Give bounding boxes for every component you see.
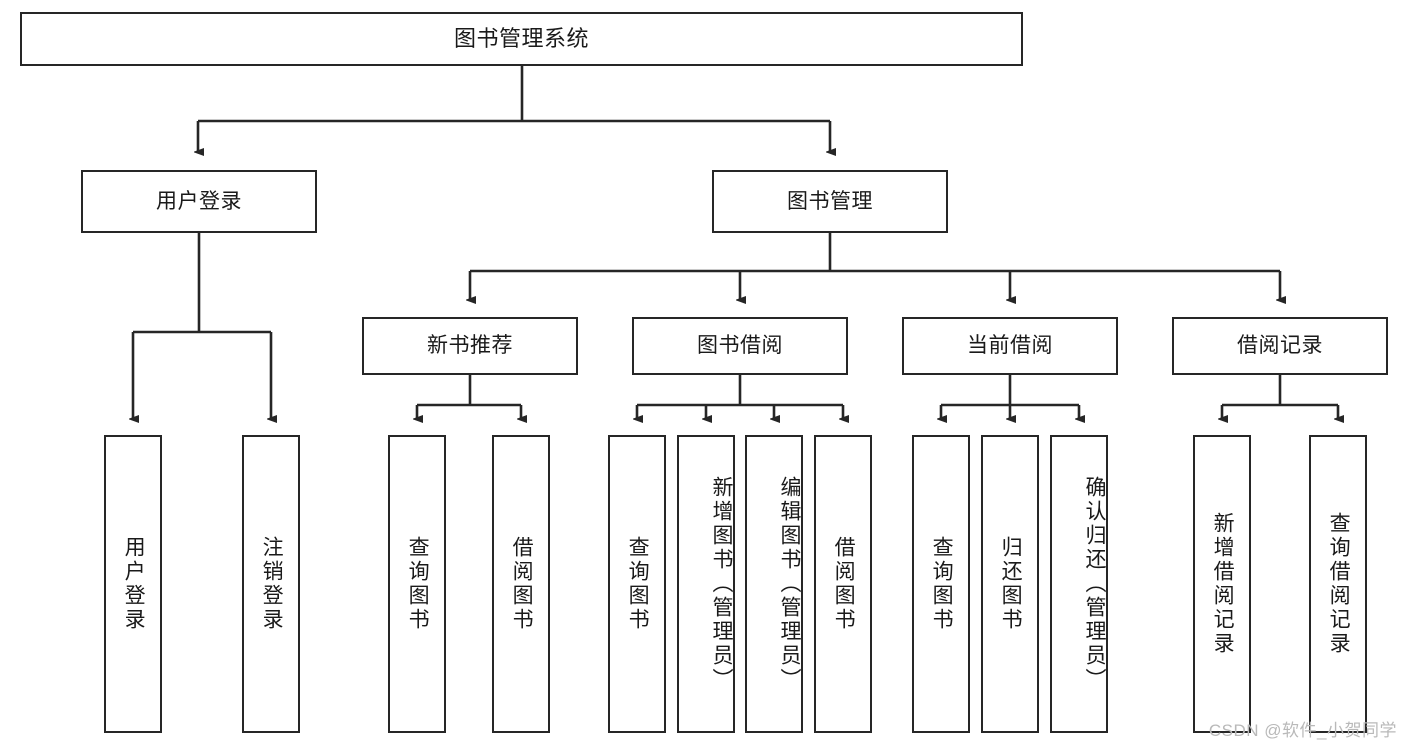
node-label: 图书管理 bbox=[787, 189, 873, 213]
node-label: 图书借阅 bbox=[697, 334, 783, 358]
node-label: 编辑图书（管理员） bbox=[778, 476, 801, 692]
leaf-query-book-current[interactable]: 查询图书 bbox=[912, 435, 970, 733]
node-label: 查询图书 bbox=[406, 536, 430, 632]
node-book-borrow[interactable]: 图书借阅 bbox=[632, 317, 848, 375]
node-label: 查询图书 bbox=[930, 536, 954, 632]
node-label: 借阅图书 bbox=[510, 536, 534, 632]
node-current-borrow[interactable]: 当前借阅 bbox=[902, 317, 1118, 375]
node-root-system[interactable]: 图书管理系统 bbox=[20, 12, 1023, 66]
node-label: 新书推荐 bbox=[427, 334, 513, 358]
node-label: 用户登录 bbox=[122, 536, 146, 632]
node-label: 图书管理系统 bbox=[453, 25, 589, 51]
node-label: 注销登录 bbox=[260, 536, 284, 632]
leaf-user-login[interactable]: 用户登录 bbox=[104, 435, 162, 733]
leaf-borrow-book-recommend[interactable]: 借阅图书 bbox=[492, 435, 550, 733]
node-label: 确认归还（管理员） bbox=[1083, 476, 1106, 692]
leaf-edit-book-admin[interactable]: 编辑图书（管理员） bbox=[745, 435, 803, 733]
node-label: 用户登录 bbox=[156, 189, 242, 213]
leaf-return-book[interactable]: 归还图书 bbox=[981, 435, 1039, 733]
csdn-watermark: CSDN @软件_小贺同学 bbox=[1208, 721, 1397, 740]
leaf-confirm-return-admin[interactable]: 确认归还（管理员） bbox=[1050, 435, 1108, 733]
node-label: 新增借阅记录 bbox=[1211, 512, 1235, 656]
node-book-management[interactable]: 图书管理 bbox=[712, 170, 948, 233]
leaf-query-borrow-record[interactable]: 查询借阅记录 bbox=[1309, 435, 1367, 733]
node-label: 归还图书 bbox=[999, 536, 1023, 632]
node-label: 借阅图书 bbox=[832, 536, 856, 632]
leaf-add-book-admin[interactable]: 新增图书（管理员） bbox=[677, 435, 735, 733]
node-borrow-record[interactable]: 借阅记录 bbox=[1172, 317, 1388, 375]
leaf-query-book-borrow[interactable]: 查询图书 bbox=[608, 435, 666, 733]
node-label: 查询图书 bbox=[626, 536, 650, 632]
node-new-book-recommend[interactable]: 新书推荐 bbox=[362, 317, 578, 375]
node-label: 借阅记录 bbox=[1237, 334, 1323, 358]
node-label: 新增图书（管理员） bbox=[710, 476, 733, 692]
node-user-login[interactable]: 用户登录 bbox=[81, 170, 317, 233]
leaf-query-book-recommend[interactable]: 查询图书 bbox=[388, 435, 446, 733]
leaf-add-borrow-record[interactable]: 新增借阅记录 bbox=[1193, 435, 1251, 733]
leaf-logout[interactable]: 注销登录 bbox=[242, 435, 300, 733]
node-label: 当前借阅 bbox=[967, 334, 1053, 358]
node-label: 查询借阅记录 bbox=[1327, 512, 1351, 656]
leaf-borrow-book[interactable]: 借阅图书 bbox=[814, 435, 872, 733]
